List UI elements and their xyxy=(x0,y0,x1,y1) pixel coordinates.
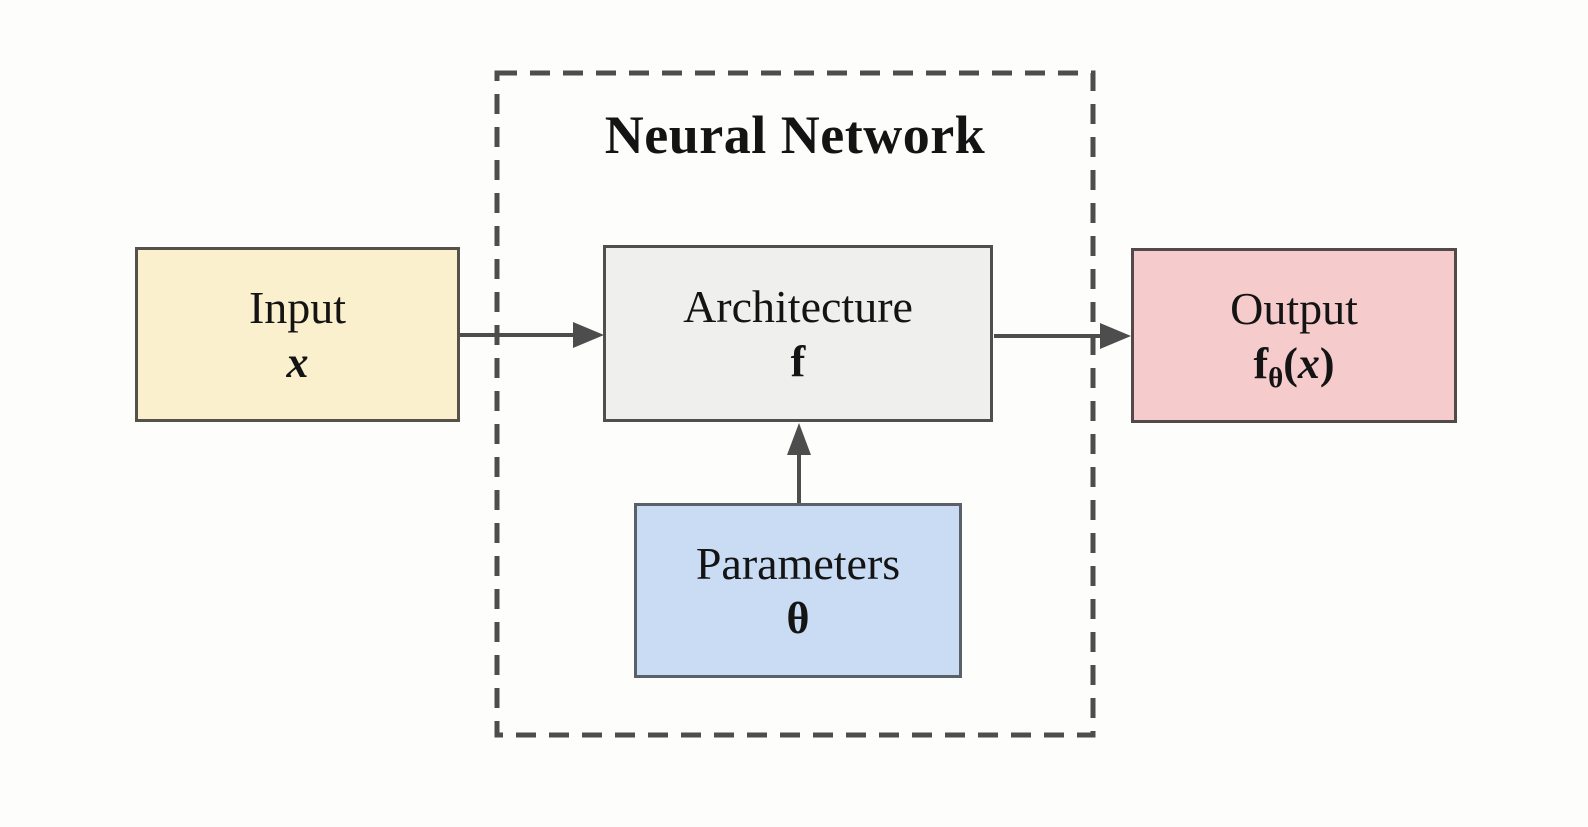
arrow-parameters-to-architecture xyxy=(787,423,811,504)
output-label: Output xyxy=(1230,282,1358,334)
output-symbol-f: f xyxy=(1253,339,1269,389)
architecture-box: Architecture f xyxy=(603,245,993,422)
output-symbol-x: x xyxy=(1297,339,1320,389)
parameters-box: Parameters θ xyxy=(634,503,962,678)
parameters-label: Parameters xyxy=(695,537,901,589)
architecture-label: Architecture xyxy=(683,280,913,332)
output-symbol-open-paren: ( xyxy=(1283,339,1298,389)
neural-network-title: Neural Network xyxy=(604,105,986,165)
output-symbol: fθ(x) xyxy=(1253,339,1335,394)
arrow-input-to-architecture xyxy=(460,322,604,348)
output-symbol-close-paren: ) xyxy=(1319,339,1335,389)
architecture-symbol: f xyxy=(790,337,806,387)
input-label: Input xyxy=(248,281,347,333)
arrow-architecture-to-output xyxy=(994,323,1131,349)
parameters-symbol: θ xyxy=(786,594,810,644)
input-symbol: x xyxy=(286,338,309,388)
input-box: Input x xyxy=(135,247,460,422)
output-symbol-subscript-theta: θ xyxy=(1268,362,1284,395)
output-box: Output fθ(x) xyxy=(1131,248,1457,423)
